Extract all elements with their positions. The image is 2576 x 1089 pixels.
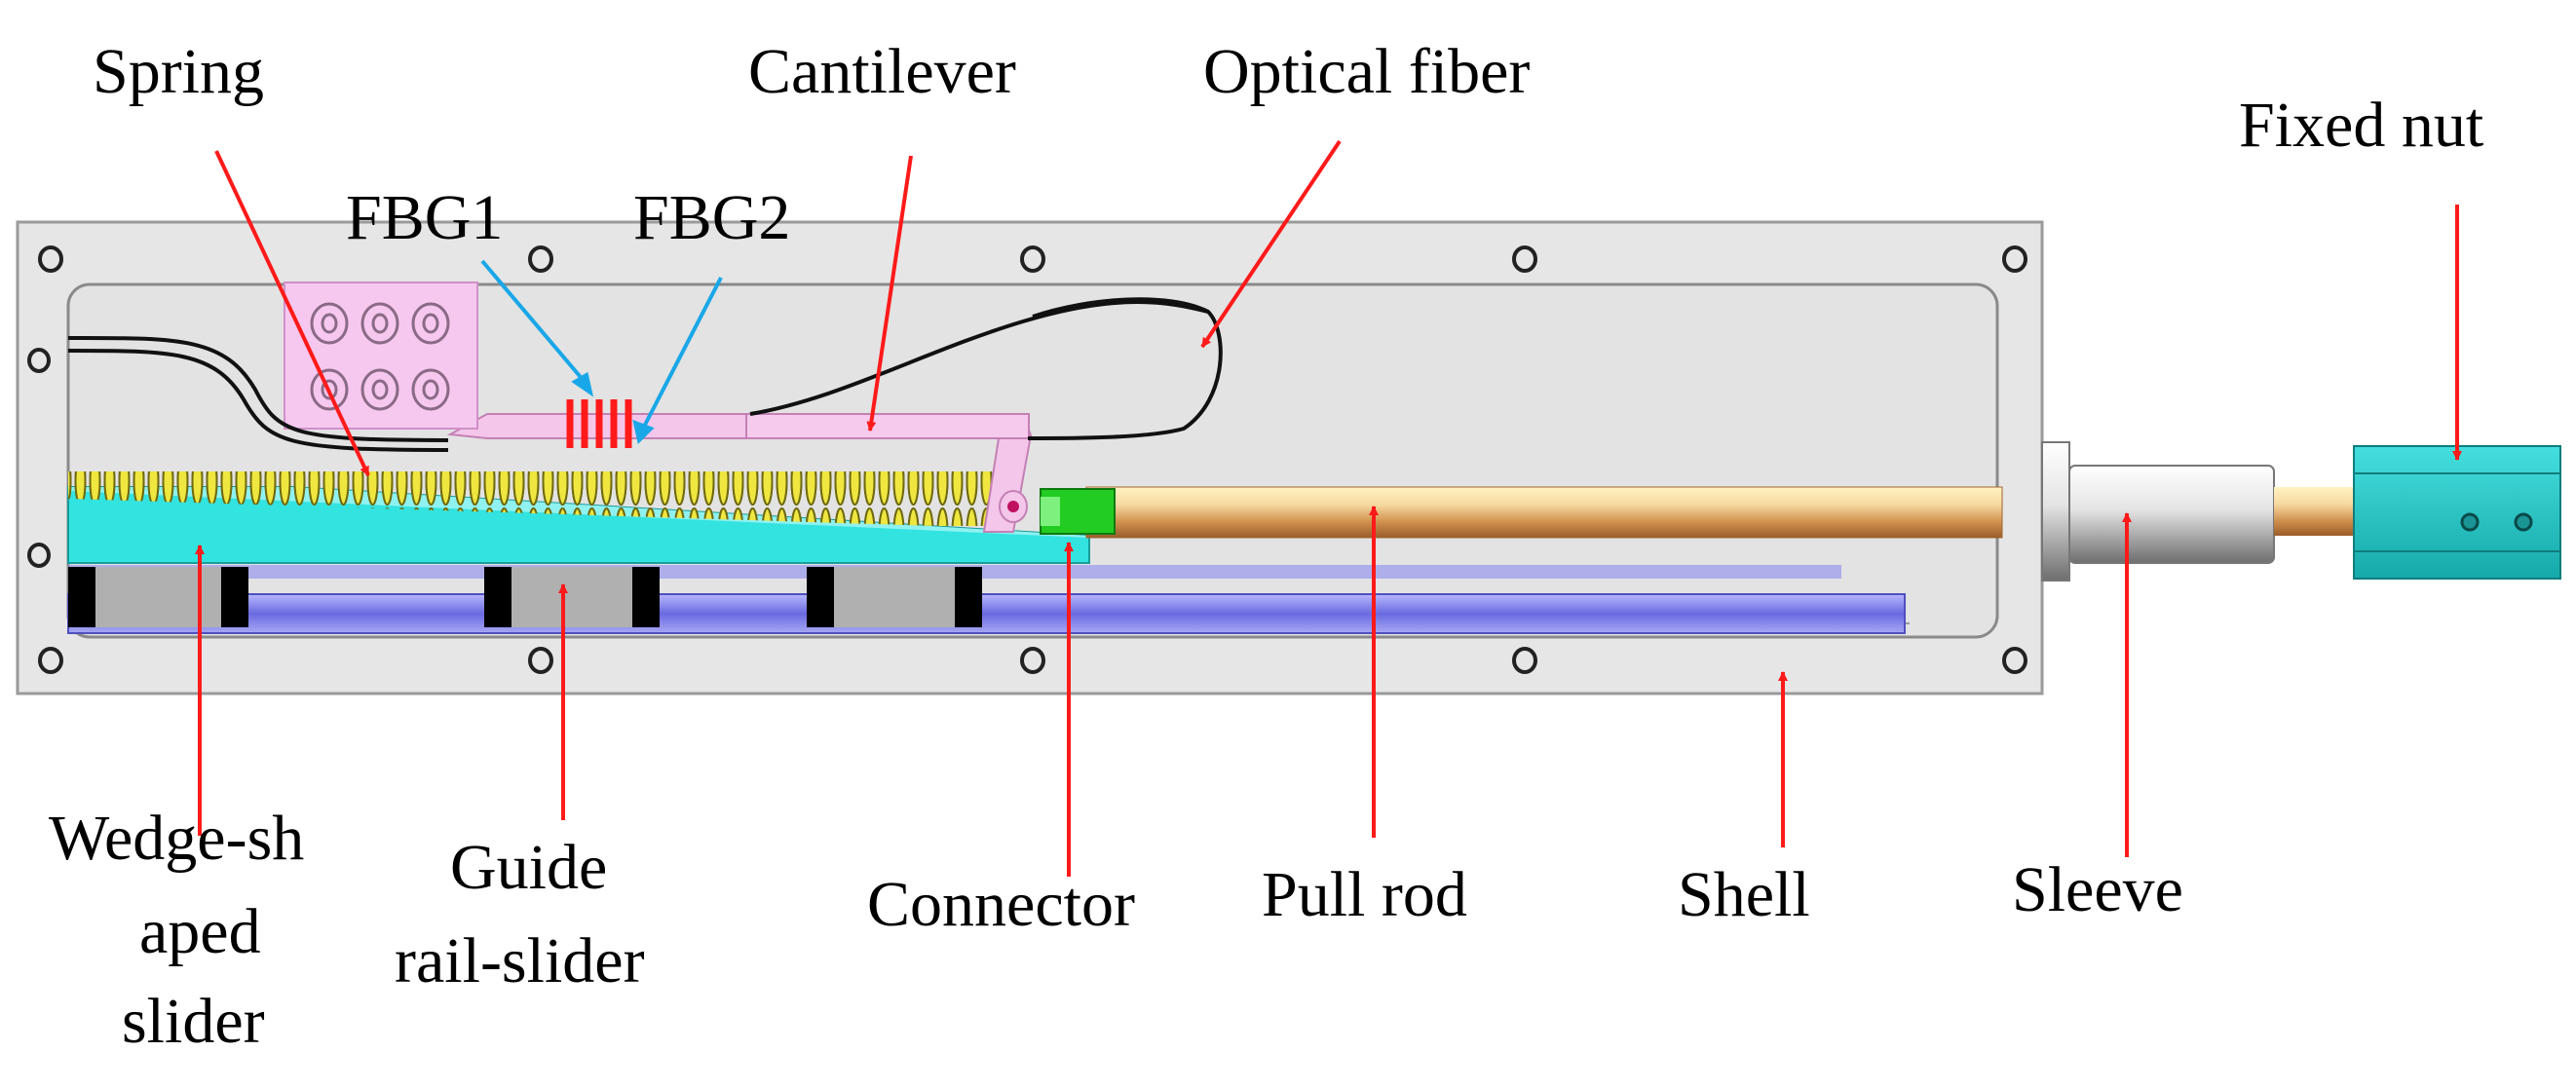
- cantilever: [446, 413, 1033, 533]
- label-guide-rail-2: rail-slider: [395, 925, 645, 996]
- guide-rail: [67, 565, 1906, 634]
- label-connector: Connector: [867, 869, 1135, 940]
- label-wedge-slider-3: slider: [122, 986, 265, 1057]
- connector: [1040, 488, 1116, 535]
- pull-rod: [1085, 486, 2003, 539]
- label-fbg1: FBG1: [346, 182, 503, 253]
- label-fixed-nut: Fixed nut: [2239, 90, 2483, 161]
- label-optical-fiber: Optical fiber: [1203, 36, 1530, 107]
- screw-holes: [27, 245, 2027, 674]
- rail-sliders: [68, 567, 982, 627]
- label-shell: Shell: [1678, 859, 1810, 930]
- label-wedge-slider-2: aped: [139, 896, 261, 967]
- label-guide-rail-1: Guide: [450, 832, 607, 903]
- label-spring: Spring: [93, 36, 264, 107]
- blue-arrows: [480, 259, 723, 444]
- red-arrows: [195, 139, 2462, 877]
- fiber-holder: [284, 282, 478, 430]
- label-sleeve: Sleeve: [2012, 854, 2183, 925]
- fbg-gratings: [566, 399, 632, 448]
- sleeve: [2041, 441, 2354, 582]
- label-cantilever: Cantilever: [748, 36, 1016, 107]
- label-wedge-slider-1: Wedge-sh: [49, 803, 304, 874]
- label-fbg2: FBG2: [633, 182, 790, 253]
- fixed-nut: [2353, 445, 2561, 580]
- optical-fiber: [67, 297, 1223, 452]
- label-pull-rod: Pull rod: [1262, 859, 1467, 930]
